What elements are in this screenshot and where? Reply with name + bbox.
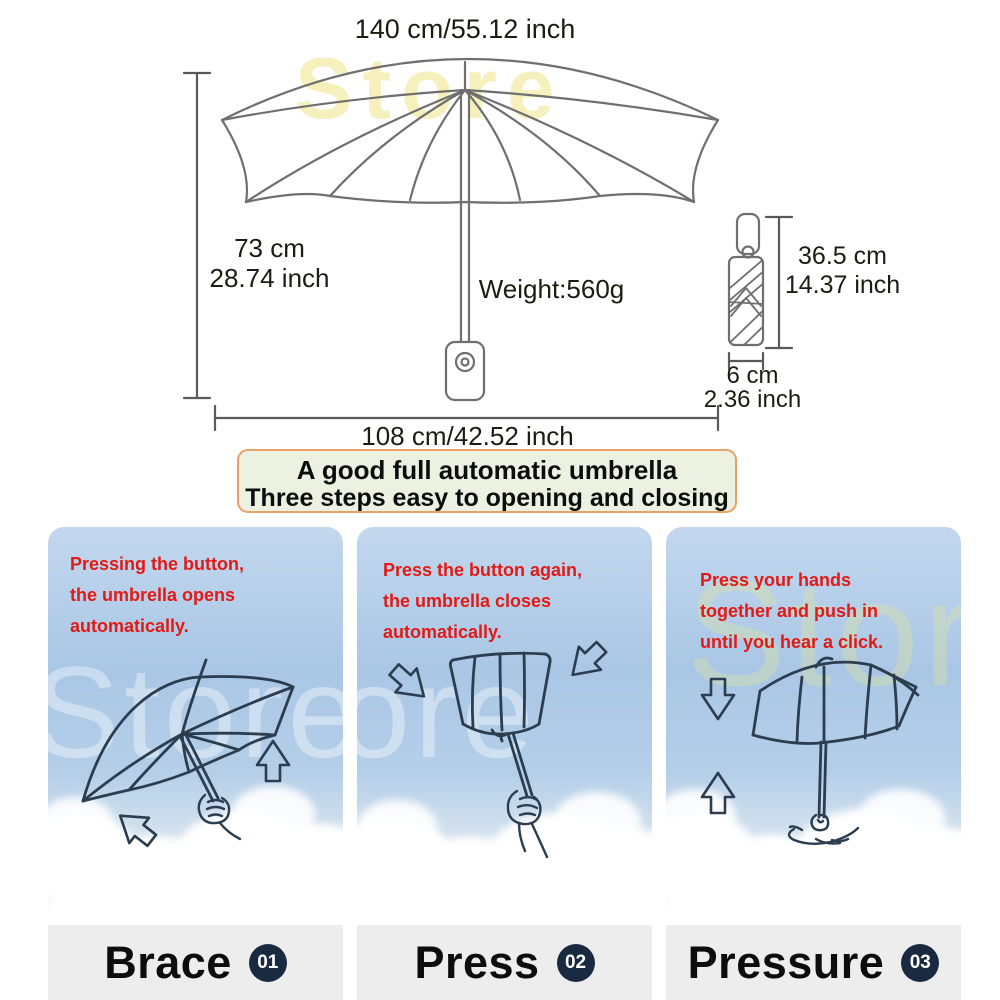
folded-width-dimension-line: [727, 351, 765, 371]
step-sky-2: Store Press the button again, the umbrel…: [357, 527, 652, 925]
up-arrow-icon: [255, 739, 291, 783]
instruction-line: automatically.: [70, 616, 189, 636]
banner-line-1: A good full automatic umbrella: [296, 455, 678, 485]
hand-sketch: [787, 813, 860, 845]
tilted-open-umbrella-sketch: [81, 658, 295, 803]
clouds: [357, 792, 652, 925]
down-left-arrow-icon: [571, 640, 608, 677]
instruction-line: automatically.: [383, 622, 502, 642]
height-inch: 28.74 inch: [209, 263, 330, 293]
folded-height-cm: 36.5 cm: [798, 242, 887, 270]
hand-sketch: [197, 793, 242, 841]
step-label-area-1: Brace 01: [48, 925, 343, 1000]
step-label-area-3: Pressure 03: [666, 925, 961, 1000]
canopy-ribs: [220, 60, 720, 204]
half-closed-umbrella-sketch: [751, 656, 920, 819]
folded-height-dimension-line: [764, 215, 794, 350]
store-watermark: Store: [357, 639, 538, 785]
down-arrow-icon: [700, 677, 736, 721]
folded-width-cm: 6 cm: [726, 362, 779, 389]
clouds: [48, 786, 343, 925]
instruction-line: the umbrella opens: [70, 585, 236, 605]
span-width-label: 108 cm/42.52 inch: [361, 421, 574, 451]
banner-line-2: Three steps easy to opening and closing: [245, 484, 729, 512]
umbrella-shaft: [459, 88, 471, 344]
instruction-line: Press your hands: [700, 570, 852, 590]
push-in-umbrella-sketch-scene: [666, 656, 961, 925]
instruction-line: Pressing the button,: [70, 554, 245, 574]
folded-height-inch: 14.37 inch: [784, 271, 901, 299]
instruction-line: until you hear a click.: [700, 632, 884, 652]
folded-height-label: 36.5 cm 14.37 inch: [780, 242, 905, 300]
step-title: Press: [414, 936, 540, 988]
folded-width-inch: 2.36 inch: [703, 386, 802, 413]
umbrella-dimension-drawing: [182, 57, 794, 432]
step-sky-1: Store Pressing the button, the umbrella …: [48, 527, 343, 925]
hand-sketch: [506, 789, 549, 859]
step-panel-pressure: Store Press your hands together and push…: [666, 527, 961, 1000]
height-label: 73 cm 28.74 inch: [162, 233, 377, 293]
closing-umbrella-sketch-scene: [357, 640, 652, 925]
instruction-line: the umbrella closes: [383, 591, 552, 611]
folded-canopy-sketch: [448, 651, 552, 798]
down-right-arrow-icon: [388, 663, 426, 698]
step-instruction-2: Press the button again, the umbrella clo…: [383, 555, 582, 648]
step-sky-3: Store Press your hands together and push…: [666, 527, 961, 925]
step-number-badge: 03: [901, 943, 940, 982]
clouds: [666, 789, 961, 925]
open-width-label: 140 cm/55.12 inch: [354, 14, 576, 44]
step-title: Brace: [104, 936, 232, 988]
open-umbrella-sketch-scene: [48, 658, 343, 925]
headline-banner: A good full automatic umbrella Three ste…: [237, 449, 737, 513]
up-arrow-icon: [700, 771, 736, 815]
step-instruction-1: Pressing the button, the umbrella opens …: [70, 549, 244, 642]
width-dimension-line: [213, 404, 720, 432]
instruction-line: together and push in: [700, 601, 878, 621]
height-cm: 73 cm: [234, 233, 305, 263]
folded-width-label: 6 cm 2.36 inch: [690, 364, 815, 412]
step-number-badge: 02: [556, 943, 595, 982]
step-panel-press: Store Press the button again, the umbrel…: [357, 527, 652, 1000]
step-panel-brace: Store Pressing the button, the umbrella …: [48, 527, 343, 1000]
umbrella-handle: [444, 340, 486, 402]
step-label-area-2: Press 02: [357, 925, 652, 1000]
height-dimension-line: [182, 71, 212, 400]
folded-umbrella-drawing: [727, 212, 765, 347]
canopy-outline: [220, 57, 720, 204]
weight-label: Weight:560g: [478, 274, 625, 304]
step-title: Pressure: [687, 936, 885, 988]
instruction-line: Press the button again,: [383, 560, 583, 580]
up-left-arrow-icon: [118, 814, 158, 848]
step-instruction-3: Press your hands together and push in un…: [700, 565, 883, 658]
step-number-badge: 01: [248, 943, 287, 982]
